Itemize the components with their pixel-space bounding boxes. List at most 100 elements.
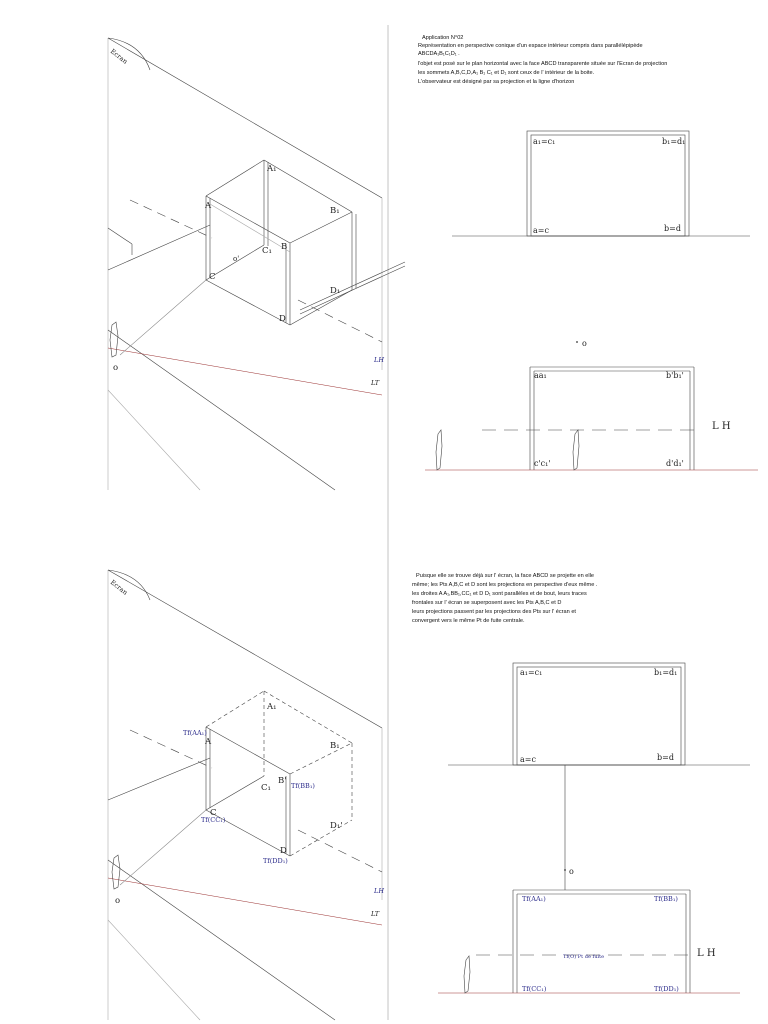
top-elevation-outer [526,130,690,237]
top-box-extension-2 [299,265,406,315]
bottom-elev-ac: a=c [520,755,536,764]
top-plan-cc1: c'c₁' [534,459,551,468]
top-screen-top-edge [107,37,383,199]
top-orthographic [425,130,758,471]
bottom-label-lh: LH [373,887,384,895]
bottom-elev-b1d1: b₁=d₁ [654,668,677,677]
bottom-box-edge-BB1 [289,742,353,775]
top-paragraph-line-1: Représentation en perspective conique d'… [418,43,643,49]
top-plan-observer-left [435,429,443,471]
bottom-paragraph-line-5: leurs projections passent par les projec… [412,609,576,615]
bottom-ecran-arc [107,569,151,601]
bottom-label-D1: D₁' [330,821,343,831]
bottom-elevation-outer [512,662,686,766]
bottom-box-edge-CC1 [205,775,265,811]
top-box-edge-CD [205,279,291,326]
top-box-edge-DD1 [289,289,353,326]
bottom-label-A: A [204,737,212,747]
top-horizon-dash-left [129,199,213,239]
bottom-ground-line [107,877,383,926]
top-sightline [119,279,207,356]
top-box-extension [299,261,406,311]
top-box-depth-line [209,203,291,253]
bottom-label-lt: LT [370,910,380,918]
bottom-center-o: o [569,867,574,876]
top-label-C: C [209,272,216,282]
bottom-tf-bb1: Tf(BB₁) [291,782,315,790]
bottom-label-A1: A₁ [266,702,277,712]
bottom-plan-observer [463,955,471,994]
top-paragraph-line-5: L'observateur est désigné par sa project… [418,79,575,85]
bottom-orthographic [438,662,750,994]
bottom-paragraph-line-2: même; les Pts A,B,C et D sont les projec… [412,582,598,588]
bottom-label-C1: C₁ [261,783,271,793]
top-observer-figure [109,321,119,358]
bottom-plan-tf-aa1: Tf(AA₁) [522,895,546,903]
top-label-B: B [281,242,287,252]
bottom-sightline [119,809,207,886]
bottom-plan-lh: L H [697,948,716,959]
bottom-plan-tf-cc1: Tf(CC₁) [522,985,547,993]
top-floor-back-edge [107,224,211,271]
bottom-paragraph-line-4: frontales sur l' écran se superposent av… [412,600,562,606]
top-paragraph-line-2: ABCDA₁B₁C₁D₁ . [418,51,460,57]
top-label-D: D [279,314,286,324]
bottom-center-point [564,869,566,871]
top-ecran-arc [107,37,151,71]
bottom-floor-back-edge [107,757,211,801]
top-plan-bb1: b'b₁' [666,371,684,380]
top-ecran-label: Ecran [109,47,129,65]
bottom-plan-tf-dd1: Tf(DD₁) [654,985,679,993]
bottom-label-o: o [115,896,120,906]
top-box-edge-A1B1 [263,159,353,213]
bottom-label-B: B' [278,776,287,786]
top-perspective [107,37,406,491]
top-label-o: o [113,363,118,373]
bottom-paragraph-line-1: Puisque elle se trouve déjà sur l' écran… [416,573,594,579]
top-label-A1: A₁ [266,164,277,174]
bottom-tf-cc1: Tf(CC₁) [201,816,226,824]
bottom-elev-bd: b=d [657,753,674,762]
top-box-edge-AA1 [205,159,265,197]
top-box [205,159,406,326]
top-label-B1: B₁ [330,206,340,216]
bottom-tf-aa1: Tf(AA₁) [183,729,207,737]
top-box-edge-AB [205,195,291,244]
bottom-perspective [107,569,383,1021]
top-floor-inner-edge [107,389,201,491]
top-plan-observer-center [572,429,580,471]
bottom-box-edge-AA1 [205,690,265,728]
bottom-label-B1: B₁ [330,741,340,751]
top-plan-lh: L H [712,421,731,432]
bottom-box [205,690,353,857]
top-ground-line [107,347,383,396]
bottom-box-edge-CD [205,809,291,857]
top-elev-bd: b=d [664,224,681,233]
bottom-screen-top-edge [107,569,383,729]
bottom-elev-a1c1: a₁=c₁ [520,668,542,677]
bottom-horizon-dash-right [297,829,383,873]
top-label-lt: LT [370,379,380,387]
top-label-A: A [204,201,212,211]
bottom-plan-tf-center: Tf(O) Pt de fuite [563,953,604,960]
top-paragraph-line-3: l'objet est posé sur le plan horizontal … [418,61,668,67]
bottom-paragraph-line-6: convergent vers le même Pt de fuite cent… [412,618,525,624]
bottom-horizon-dash-left [129,729,213,769]
bottom-box-edge-A1B1 [263,690,353,744]
bottom-floor-front-edge [107,859,336,1021]
bottom-label-D: D [280,846,287,856]
top-box-edge-BB1 [289,211,353,244]
top-label-o-prime: o' [233,255,239,263]
top-elevation-inner [530,134,686,237]
top-center-point [576,341,578,343]
top-horizon-dash-right [297,299,383,343]
top-plan-dd1: d'd₁' [666,459,684,468]
bottom-ecran-label: Ecran [109,578,129,596]
bottom-paragraph-line-3: les droites A A₁,BB₁,CC₁ et D D₁ sont pa… [412,591,587,597]
top-floor-front-edge [107,329,336,491]
top-wall-floor-edge-1 [107,227,133,245]
bottom-floor-inner-edge [107,919,201,1021]
top-label-C1: C₁ [262,246,272,256]
top-center-o: o [582,339,587,348]
